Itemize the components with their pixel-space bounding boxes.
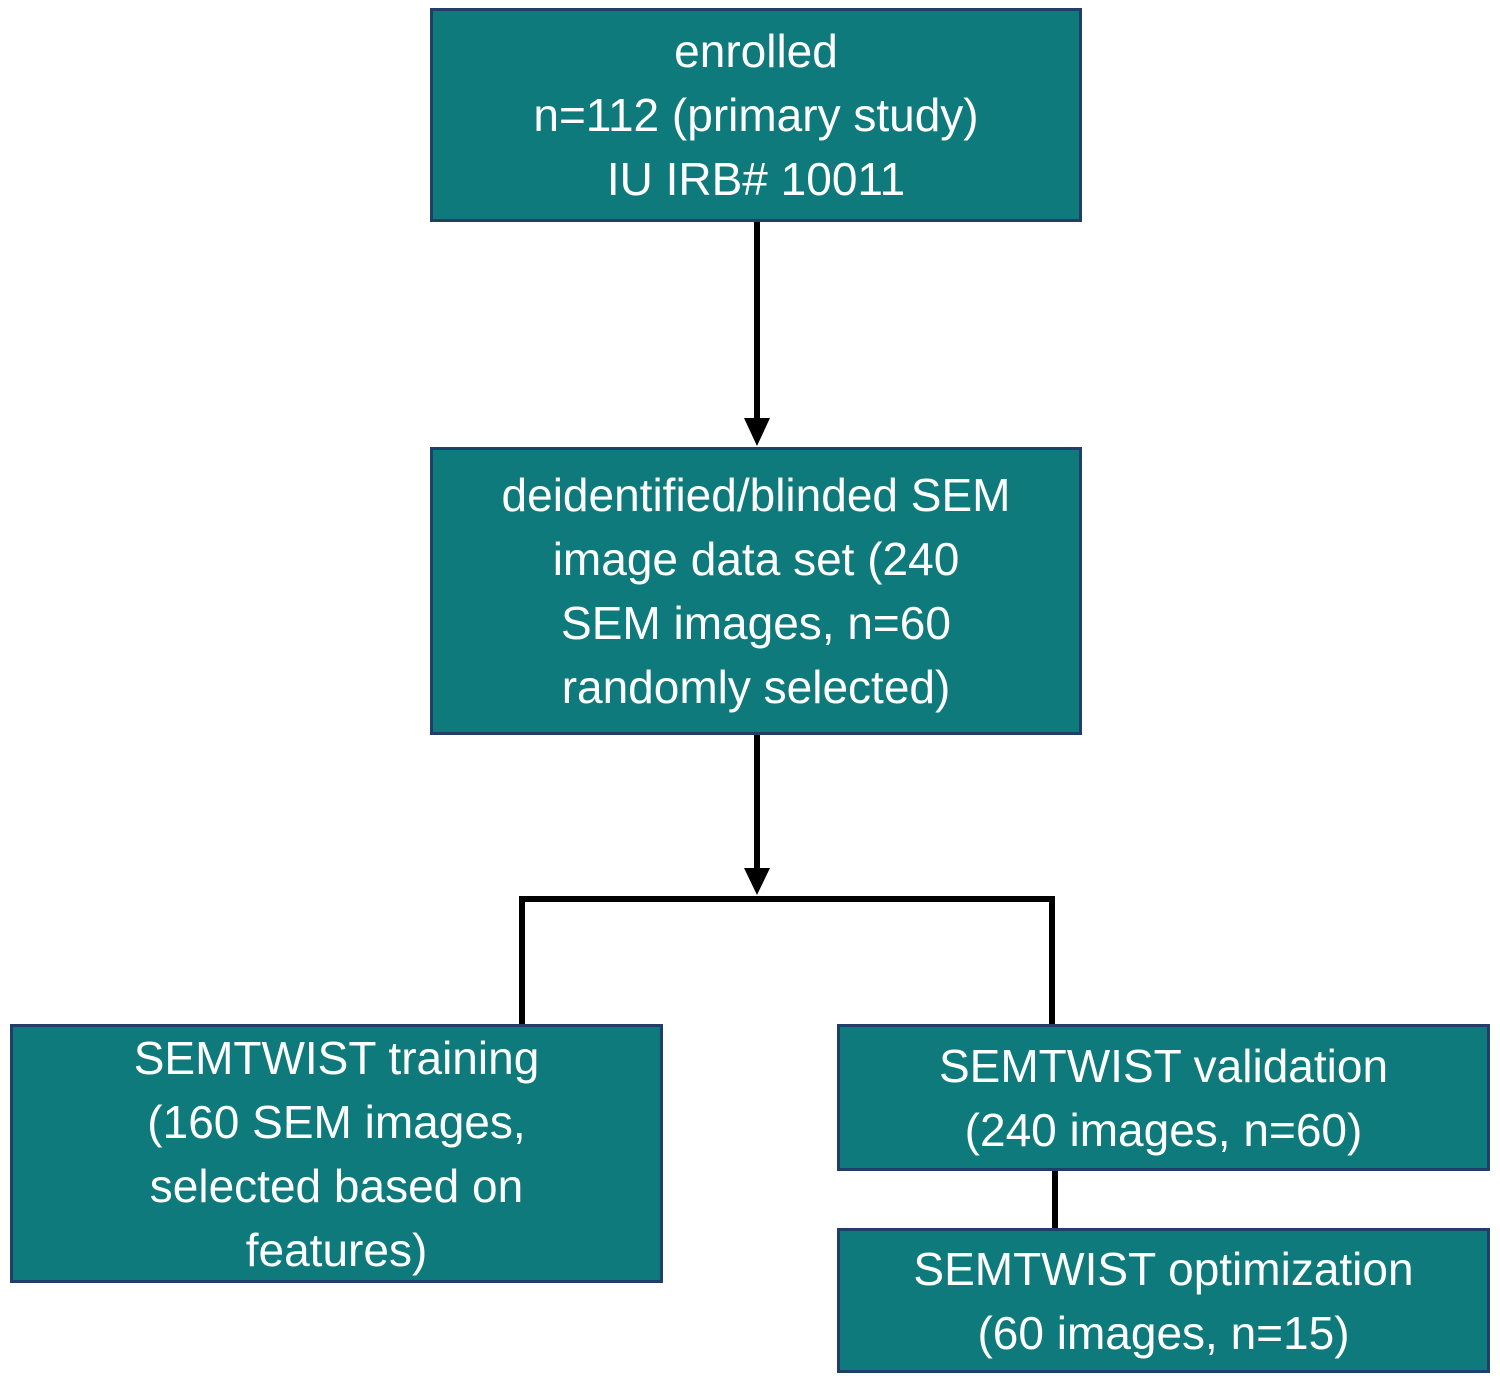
validation-line-1: SEMTWIST validation bbox=[938, 1039, 1389, 1092]
split-connector bbox=[519, 896, 1055, 1024]
enrolled-box: enrolled n=112 (primary study) IU IRB# 1… bbox=[430, 8, 1082, 222]
training-line-4: features) bbox=[245, 1223, 428, 1276]
dataset-line-1: deidentified/blinded SEM bbox=[501, 469, 1011, 521]
dataset-line-4: randomly selected) bbox=[561, 661, 951, 713]
validation-box: SEMTWIST validation (240 images, n=60) bbox=[837, 1024, 1490, 1171]
training-line-1: SEMTWIST training bbox=[133, 1031, 540, 1084]
arrow-dataset-to-split bbox=[744, 735, 770, 895]
enrolled-line-3: IU IRB# 10011 bbox=[606, 153, 906, 205]
training-line-3: selected based on bbox=[149, 1159, 524, 1212]
validation-line-2: (240 images, n=60) bbox=[964, 1103, 1363, 1156]
enrolled-line-1: enrolled bbox=[674, 25, 838, 77]
dataset-box: deidentified/blinded SEM image data set … bbox=[430, 447, 1082, 735]
enrolled-line-2: n=112 (primary study) bbox=[533, 89, 979, 141]
optimization-line-1: SEMTWIST optimization bbox=[913, 1242, 1414, 1295]
dataset-line-2: image data set (240 bbox=[552, 533, 960, 585]
optimization-box: SEMTWIST optimization (60 images, n=15) bbox=[837, 1228, 1490, 1373]
training-line-2: (160 SEM images, bbox=[147, 1095, 526, 1148]
training-box: SEMTWIST training (160 SEM images, selec… bbox=[10, 1024, 663, 1283]
dataset-line-3: SEM images, n=60 bbox=[561, 597, 951, 649]
arrow-enrolled-to-dataset bbox=[744, 222, 770, 446]
optimization-line-2: (60 images, n=15) bbox=[977, 1306, 1350, 1359]
